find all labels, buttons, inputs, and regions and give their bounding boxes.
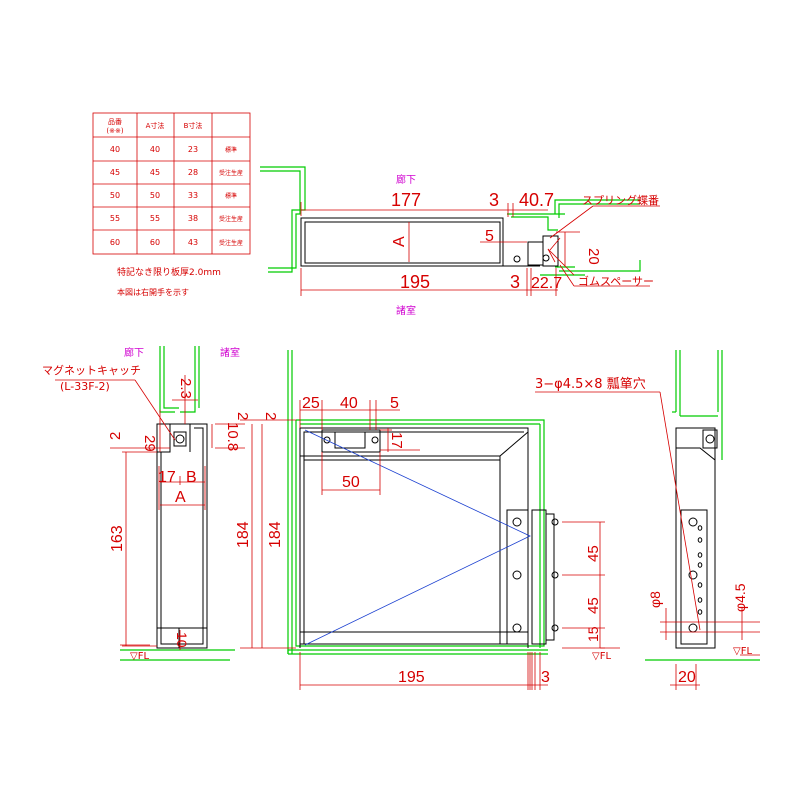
front-dim-184: 184 [267, 521, 284, 548]
front-dim-50: 50 [342, 474, 360, 491]
note-hand: 本図は右開手を示す [117, 287, 189, 297]
spring-hinge-label: スプリング蝶番 [582, 193, 659, 207]
side-dim-17: 17 [158, 469, 176, 486]
front-dim-45a: 45 [585, 545, 602, 562]
magnet-catch-label: マグネットキャッチ [42, 363, 141, 377]
side-dim-b: B [186, 469, 197, 486]
spec-table: 品番 (※※) A寸法 B寸法 40 40 23 標準 45 45 28 受注生産 50 50 33… [92, 112, 251, 255]
hinge-dim-20: 20 [678, 669, 696, 686]
note-thickness: 特記なき限り板厚2.0mm [117, 266, 221, 278]
plan-dim-3-bot: 3 [510, 272, 520, 292]
plan-dim-3-top: 3 [489, 190, 499, 210]
plan-dim-a: A [391, 236, 408, 247]
side-corridor-label: 廊下 [124, 346, 144, 359]
plan-dim-40-7: 40.7 [519, 190, 554, 210]
side-dim-10: 10 [174, 632, 190, 648]
front-dim-2: 2 [262, 412, 279, 420]
table-cell-remark: 標準 [225, 192, 237, 200]
front-fl-label: ▽FL [592, 651, 611, 662]
table-header-part-sub: (※※) [106, 127, 123, 135]
front-dim-40: 40 [340, 395, 358, 412]
side-dim-163: 163 [109, 525, 126, 552]
hinge-dim-phi8: φ8 [647, 591, 663, 608]
plan-room-label: 諸室 [396, 304, 416, 317]
table-cell: 60 [110, 238, 120, 247]
table-cell: 40 [110, 145, 120, 154]
table-cell: 50 [110, 191, 120, 200]
side-dim-2-3: 2.3 [177, 378, 194, 399]
front-dim-195: 195 [398, 669, 425, 686]
hinge-dim-phi4-5: φ4.5 [732, 583, 748, 612]
front-dim-25: 25 [302, 395, 320, 412]
side-dim-2-left: 2 [107, 432, 124, 440]
plan-dim-20: 20 [585, 248, 602, 265]
table-cell: 50 [150, 191, 160, 200]
table-cell: 55 [150, 214, 160, 223]
side-dim-a: A [175, 489, 186, 506]
front-dim-17: 17 [388, 432, 405, 449]
hinge-fl-label: ▽FL [733, 646, 752, 657]
side-section: 廊下 諸室 マグネットキャッチ (L-33F-2) 2.3 2 29 10.8 … [42, 346, 262, 662]
table-header-part: 品番 [108, 118, 122, 126]
table-cell-remark: 受注生産 [219, 169, 243, 177]
table-cell: 23 [188, 145, 198, 154]
table-header-b: B寸法 [184, 121, 203, 130]
front-elevation: 2 184 25 40 5 17 50 45 45 15 ▽FL 195 3 3… [261, 350, 660, 690]
table-cell: 43 [188, 238, 198, 247]
plan-view: 廊下 諸室 177 3 40.7 スプリング蝶番 5 A 20 195 3 22… [260, 166, 660, 317]
plan-dim-195: 195 [400, 272, 430, 292]
plan-corridor-label: 廊下 [396, 173, 416, 186]
plan-dim-177: 177 [391, 190, 421, 210]
hole-spec-label: 3−φ4.5×8 瓢箪穴 [535, 377, 646, 392]
side-dim-184: 184 [235, 521, 252, 548]
front-dim-3: 3 [541, 669, 550, 686]
front-dim-45b: 45 [585, 597, 602, 614]
table-cell-remark: 標準 [225, 146, 237, 154]
side-room-label: 諸室 [220, 346, 240, 359]
side-dim-2-right: 2 [234, 412, 251, 420]
table-cell: 45 [150, 168, 160, 177]
side-fl-label: ▽FL [130, 651, 149, 662]
hinge-side-view: φ8 φ4.5 ▽FL 20 [645, 350, 760, 690]
side-dim-29: 29 [141, 435, 158, 452]
table-header-a: A寸法 [146, 121, 165, 130]
table-cell: 55 [110, 214, 120, 223]
table-cell: 40 [150, 145, 160, 154]
table-cell-remark: 受注生産 [219, 215, 243, 223]
front-dim-15: 15 [585, 626, 601, 642]
table-cell: 33 [188, 191, 198, 200]
plan-dim-22-7: 22.7 [531, 275, 562, 292]
table-cell: 45 [110, 168, 120, 177]
table-cell-remark: 受注生産 [219, 239, 243, 247]
rubber-spacer-label: ゴムスペーサー [578, 274, 654, 288]
side-dim-10-8: 10.8 [224, 422, 241, 451]
table-cell: 38 [188, 214, 198, 223]
front-dim-5: 5 [390, 395, 399, 412]
table-cell: 28 [188, 168, 198, 177]
magnet-catch-model: (L-33F-2) [60, 380, 110, 393]
plan-dim-5: 5 [485, 228, 494, 245]
table-cell: 60 [150, 238, 160, 247]
